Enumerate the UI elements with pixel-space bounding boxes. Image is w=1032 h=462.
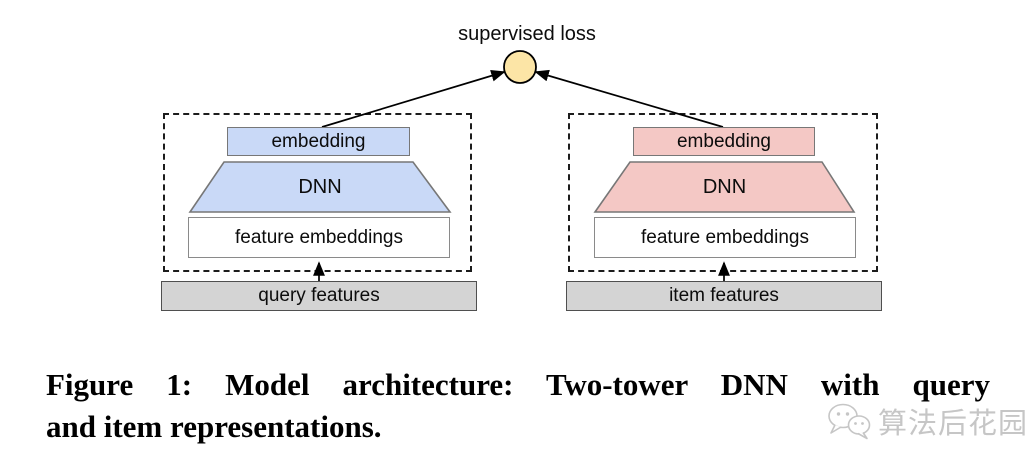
query-features-label: query features bbox=[258, 285, 380, 306]
caption-line-1: Figure 1: Model architecture: Two-tower … bbox=[46, 367, 990, 402]
item-embedding-box: embedding bbox=[633, 127, 815, 156]
query-features-box: query features bbox=[161, 281, 477, 311]
item-features-label: item features bbox=[669, 285, 779, 306]
item-dnn-label: DNN bbox=[702, 175, 747, 198]
query-feature-embeddings-label: feature embeddings bbox=[235, 226, 403, 248]
watermark: 算法后花园 bbox=[826, 399, 1032, 443]
caption-line-2: and item representations. bbox=[46, 409, 382, 444]
query-feature-embeddings-box: feature embeddings bbox=[188, 217, 450, 258]
loss-node bbox=[503, 50, 537, 84]
item-feature-embeddings-label: feature embeddings bbox=[641, 226, 809, 248]
query-dnn-label: DNN bbox=[298, 175, 342, 198]
figure-caption: Figure 1: Model architecture: Two-tower … bbox=[46, 364, 990, 448]
item-features-box: item features bbox=[566, 281, 882, 311]
supervised-loss-label: supervised loss bbox=[458, 23, 596, 45]
query-embedding-box: embedding bbox=[227, 127, 410, 156]
watermark-text: 算法后花园 bbox=[878, 408, 1029, 440]
item-embedding-label: embedding bbox=[676, 130, 772, 152]
item-feature-embeddings-box: feature embeddings bbox=[594, 217, 856, 258]
query-embedding-label: embedding bbox=[271, 130, 366, 152]
wechat-icon bbox=[828, 403, 871, 440]
